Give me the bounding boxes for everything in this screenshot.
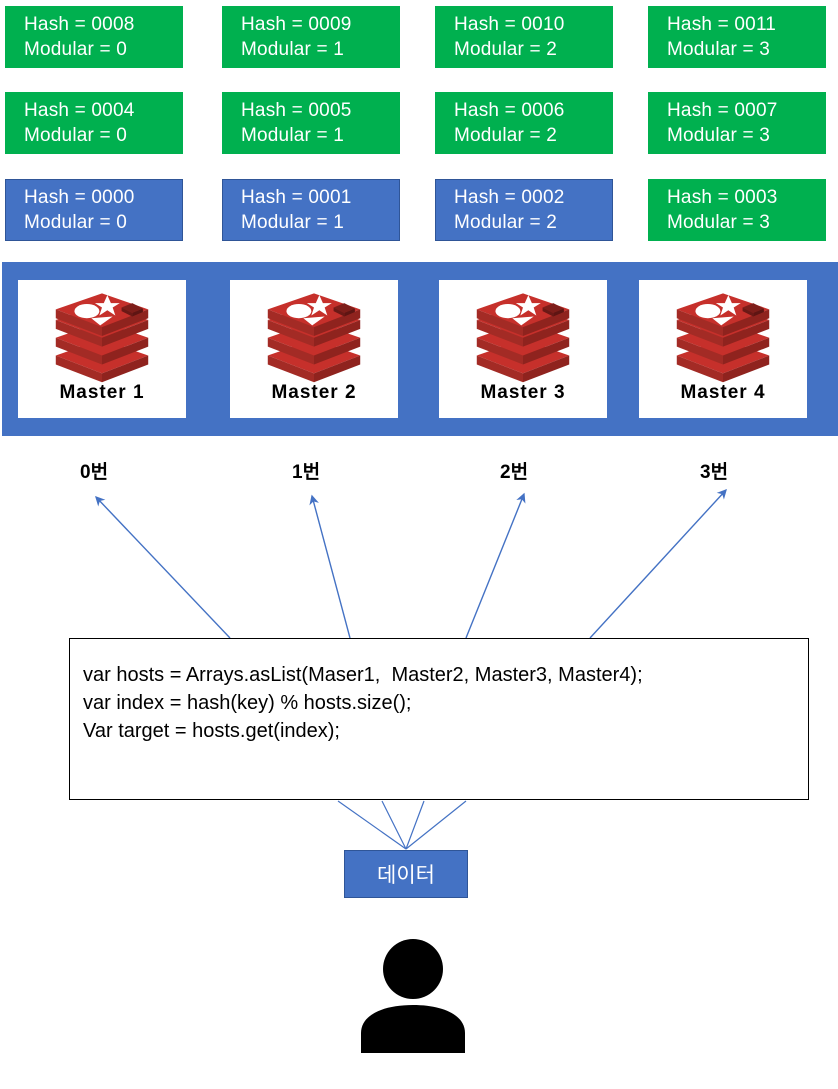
hash-card-hash-label: Hash = 0008 [24, 14, 135, 35]
code-line: var index = hash(key) % hosts.size(); [83, 692, 412, 714]
hash-card-hash-label: Hash = 0005 [241, 100, 352, 121]
hash-card: Hash = 0006 Modular = 2 [435, 92, 613, 154]
hash-card: Hash = 0002 Modular = 2 [435, 179, 613, 241]
master-node-card[interactable]: Master 4 [639, 280, 807, 418]
hash-card: Hash = 0007 Modular = 3 [648, 92, 826, 154]
hash-card-modular-label: Modular = 0 [24, 212, 128, 233]
master-node-label: Master 1 [59, 382, 145, 403]
hash-card-modular-label: Modular = 1 [241, 39, 345, 60]
hash-card: Hash = 0010 Modular = 2 [435, 6, 613, 68]
hash-card-modular-label: Modular = 1 [241, 212, 345, 233]
index-label-3: 3번 [700, 462, 729, 483]
hash-card-hash-label: Hash = 0003 [667, 187, 778, 208]
redis-logo-icon [55, 293, 149, 383]
arrow-data-to-code-4 [405, 800, 467, 850]
hash-card: Hash = 0011 Modular = 3 [648, 6, 826, 68]
hash-card-hash-label: Hash = 0009 [241, 14, 352, 35]
master-node-card[interactable]: Master 2 [230, 280, 398, 418]
hash-card: Hash = 0009 Modular = 1 [222, 6, 400, 68]
person-icon [361, 939, 465, 1053]
hash-card-modular-label: Modular = 0 [24, 39, 128, 60]
hash-card-modular-label: Modular = 2 [454, 212, 558, 233]
arrow-data-to-code-3 [405, 800, 425, 850]
hash-card-hash-label: Hash = 0011 [667, 14, 777, 35]
code-line: Var target = hosts.get(index); [83, 720, 340, 742]
arrow-to-master-1 [95, 495, 231, 639]
hash-card: Hash = 0001 Modular = 1 [222, 179, 400, 241]
master-node-label: Master 2 [271, 382, 357, 403]
hash-card-hash-label: Hash = 0004 [24, 100, 135, 121]
arrow-to-master-3 [465, 492, 526, 639]
index-label-0: 0번 [80, 462, 109, 483]
hash-card-hash-label: Hash = 0010 [454, 14, 565, 35]
code-snippet-box: var hosts = Arrays.asList(Maser1, Master… [69, 638, 809, 800]
arrow-data-to-code-1 [337, 800, 407, 850]
arrow-data-to-code-2 [381, 800, 407, 850]
master-node-label: Master 4 [680, 382, 766, 403]
hash-card-hash-label: Hash = 0001 [241, 187, 352, 208]
hash-card-hash-label: Hash = 0000 [24, 187, 135, 208]
hash-card: Hash = 0004 Modular = 0 [5, 92, 183, 154]
arrow-to-master-2 [309, 494, 351, 639]
redis-logo-icon [267, 293, 361, 383]
index-label-2: 2번 [500, 462, 529, 483]
master-node-card[interactable]: Master 1 [18, 280, 186, 418]
hash-card-modular-label: Modular = 1 [241, 125, 345, 146]
hash-card-hash-label: Hash = 0002 [454, 187, 565, 208]
master-node-label: Master 3 [480, 382, 566, 403]
data-box: 데이터 [344, 850, 468, 898]
redis-logo-icon [676, 293, 770, 383]
hash-card-modular-label: Modular = 2 [454, 125, 558, 146]
master-cluster-band: Master 1 [2, 262, 838, 436]
hash-card-hash-label: Hash = 0006 [454, 100, 565, 121]
hash-card-modular-label: Modular = 2 [454, 39, 558, 60]
hash-card: Hash = 0008 Modular = 0 [5, 6, 183, 68]
hash-card: Hash = 0003 Modular = 3 [648, 179, 826, 241]
hash-card-modular-label: Modular = 0 [24, 125, 128, 146]
index-label-1: 1번 [292, 462, 321, 483]
hash-card-modular-label: Modular = 3 [667, 125, 771, 146]
hash-card: Hash = 0005 Modular = 1 [222, 92, 400, 154]
arrow-to-master-4 [589, 488, 727, 639]
master-node-card[interactable]: Master 3 [439, 280, 607, 418]
hash-card-modular-label: Modular = 3 [667, 39, 771, 60]
hash-card-modular-label: Modular = 3 [667, 212, 771, 233]
redis-logo-icon [476, 293, 570, 383]
code-line: var hosts = Arrays.asList(Maser1, Master… [83, 664, 643, 686]
hash-card: Hash = 0000 Modular = 0 [5, 179, 183, 241]
hash-card-grid: Hash = 0008 Modular = 0 Hash = 0009 Modu… [0, 0, 838, 248]
hash-card-hash-label: Hash = 0007 [667, 100, 778, 121]
